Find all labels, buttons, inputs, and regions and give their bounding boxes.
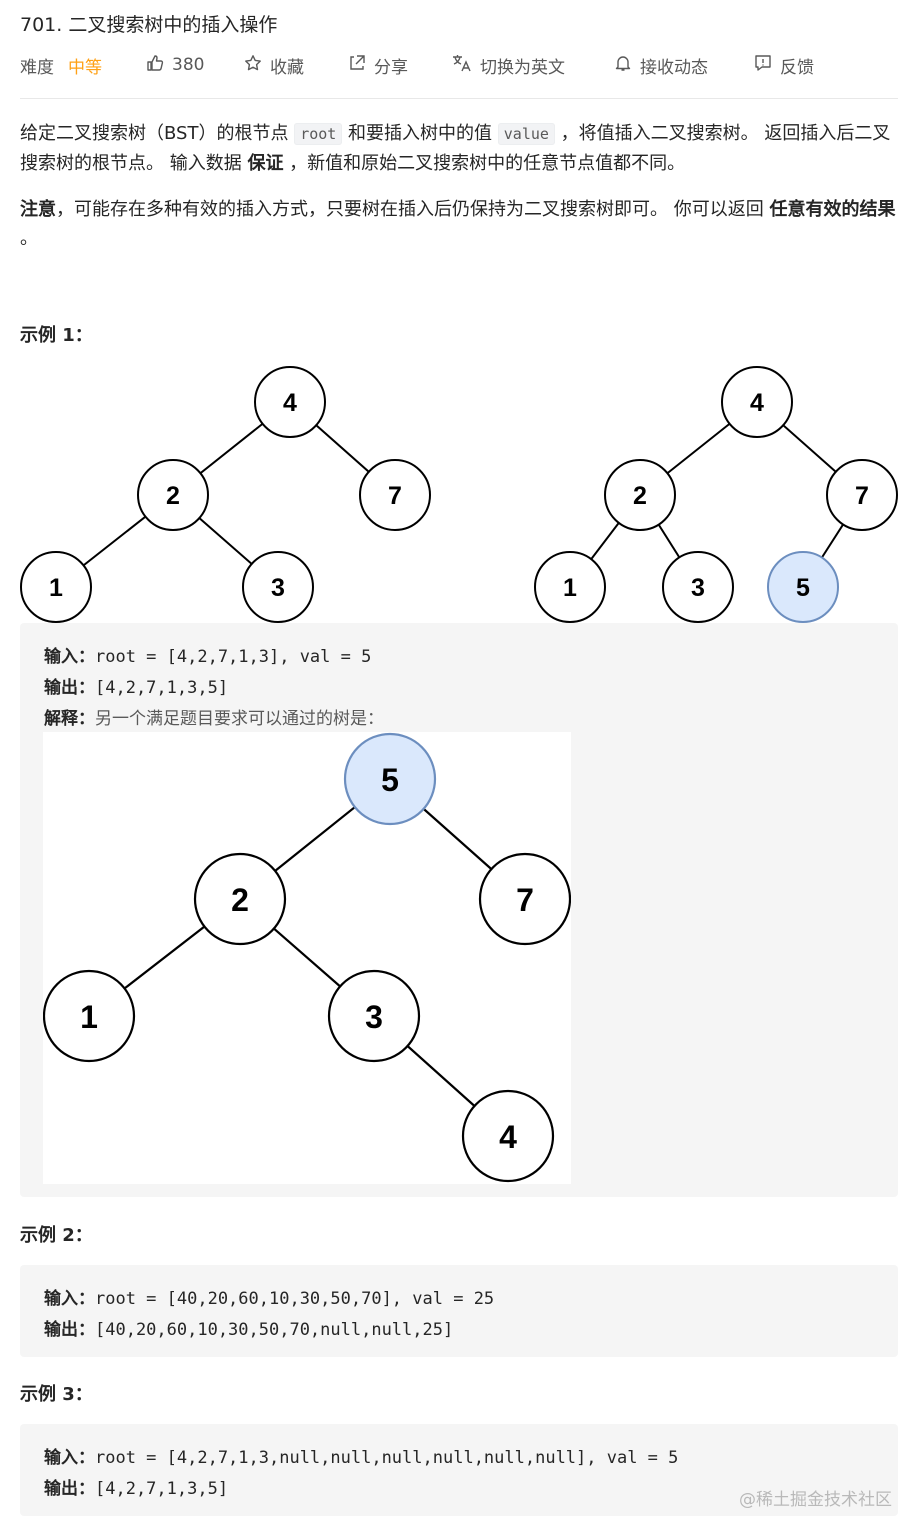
feedback-icon [754,54,772,77]
tree-node: 7 [826,459,898,531]
problem-title: 701. 二叉搜索树中的插入操作 [20,14,278,36]
example-1-output: 输出：[4,2,7,1,3,5] [44,678,229,698]
svg-text:4: 4 [499,1119,517,1155]
svg-text:7: 7 [388,482,402,510]
description-paragraph-2: 注意，可能存在多种有效的插入方式，只要树在插入后仍保持为二叉搜索树即可。 你可以… [20,199,896,249]
svg-text:3: 3 [271,574,285,602]
tree-node: 2 [604,459,676,531]
difficulty-value: 中等 [68,57,102,78]
example-1-alt-tree: 5 2 7 1 3 4 [43,732,571,1184]
svg-text:5: 5 [796,574,810,602]
tree-node: 3 [662,551,734,623]
svg-text:5: 5 [381,762,399,798]
svg-text:3: 3 [691,574,705,602]
favorite-label: 收藏 [270,57,304,78]
tree-node: 4 [254,366,326,438]
share-label: 分享 [374,57,408,78]
feedback-button[interactable]: 反馈 [754,52,814,78]
example-3-code-block: 输入：root = [4,2,7,1,3,null,null,null,null… [20,1424,898,1516]
difficulty: 难度 中等 [20,52,102,78]
svg-text:1: 1 [563,574,577,602]
tree-node-inserted: 5 [767,551,839,623]
like-count: 380 [172,55,205,75]
svg-text:2: 2 [166,482,180,510]
example-1-explain: 解释：另一个满足题目要求可以通过的树是： [44,709,384,729]
description-paragraph-1: 给定二叉搜索树（BST）的根节点 root 和要插入树中的值 value ，将值… [20,123,891,174]
tree-node: 4 [461,1089,555,1183]
notify-button[interactable]: 接收动态 [614,52,708,78]
tree-node: 7 [478,852,571,946]
tree-node: 7 [359,459,431,531]
svg-text:4: 4 [283,389,297,417]
code-root: root [294,123,343,145]
star-icon [244,54,262,77]
example-3-output: 输出：[4,2,7,1,3,5] [44,1479,229,1499]
svg-text:2: 2 [633,482,647,510]
svg-text:7: 7 [855,482,869,510]
tree-node: 3 [242,551,314,623]
tree-node: 4 [721,366,793,438]
bell-icon [614,54,632,77]
problem-meta-bar: 难度 中等 380 收藏 分享 切换为英文 接收动态 反馈 [20,52,900,78]
code-value: value [497,123,555,145]
example-1-trees: 4 2 7 1 3 4 2 7 1 3 5 [20,366,898,623]
share-button[interactable]: 分享 [348,52,408,78]
example-2-input: 输入：root = [40,20,60,10,30,50,70], val = … [44,1289,495,1309]
example-1-title: 示例 1： [20,325,93,346]
svg-text:1: 1 [49,574,63,602]
svg-text:7: 7 [516,882,534,918]
switch-language-button[interactable]: 切换为英文 [452,52,565,78]
tree-node: 3 [327,969,421,1063]
svg-text:3: 3 [365,999,383,1035]
like-button[interactable]: 380 [146,52,204,78]
tree-node: 1 [43,969,136,1063]
notify-label: 接收动态 [640,57,708,78]
header-divider [20,98,898,99]
favorite-button[interactable]: 收藏 [244,52,304,78]
svg-text:1: 1 [80,999,98,1035]
svg-text:4: 4 [750,389,764,417]
feedback-label: 反馈 [780,57,814,78]
watermark: @稀土掘金技术社区 [739,1490,892,1510]
tree-node: 1 [534,551,606,623]
example-1-input: 输入：root = [4,2,7,1,3], val = 5 [44,647,372,667]
example-3-input: 输入：root = [4,2,7,1,3,null,null,null,null… [44,1448,679,1468]
difficulty-label: 难度 [20,57,54,78]
example-2-code-block: 输入：root = [40,20,60,10,30,50,70], val = … [20,1265,898,1357]
tree-node: 2 [193,852,287,946]
tree-before [55,401,396,588]
tree-node-inserted: 5 [343,732,437,826]
tree-node: 1 [20,551,92,623]
example-2-title: 示例 2： [20,1225,93,1246]
example-2-output: 输出：[40,20,60,10,30,50,70,null,null,25] [44,1320,454,1340]
svg-text:2: 2 [231,882,249,918]
example-3-title: 示例 3： [20,1384,93,1405]
thumbs-up-icon [146,54,164,77]
share-icon [348,54,366,77]
tree-node: 2 [137,459,209,531]
switch-language-label: 切换为英文 [480,57,565,78]
translate-icon [452,54,472,77]
